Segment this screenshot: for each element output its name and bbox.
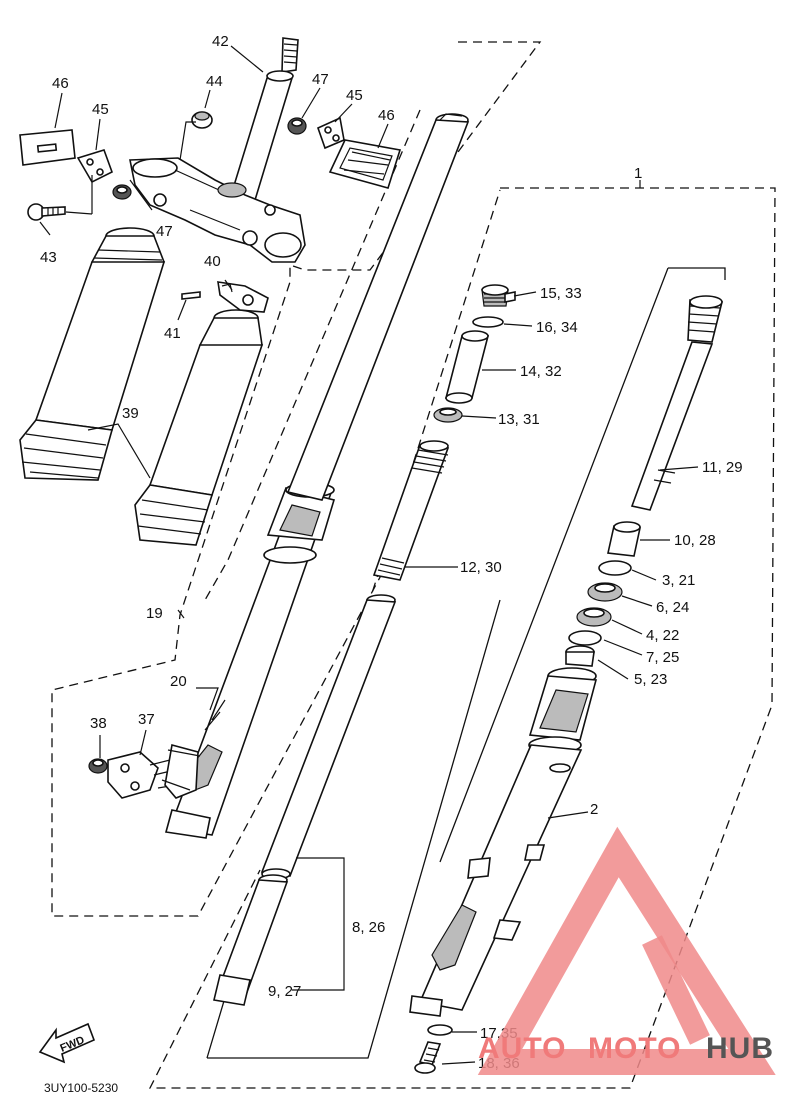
clip-7 [568, 630, 602, 646]
callout-20: 20 [170, 673, 187, 690]
callout-6-24: 6, 24 [656, 599, 689, 616]
oil-seal-4 [576, 607, 612, 627]
callout-4-22: 4, 22 [646, 627, 679, 644]
damper-rod-11 [630, 295, 724, 511]
callout-44: 44 [206, 73, 223, 90]
callout-16-34: 16, 34 [536, 319, 578, 336]
watermark-text-hub: HUB [706, 1032, 774, 1065]
steering-stem [226, 37, 299, 211]
inner-tube-8 [260, 594, 397, 880]
drawing-code: 3UY100-5230 [44, 1081, 118, 1095]
washer-3 [598, 560, 632, 576]
plate-45-left [76, 149, 113, 184]
callout-3-21: 3, 21 [662, 572, 695, 589]
spacer-14 [444, 330, 490, 404]
nut-38 [88, 758, 108, 774]
callout-46-left: 46 [52, 75, 69, 92]
callout-5-23: 5, 23 [634, 671, 667, 688]
callout-15-33: 15, 33 [540, 285, 582, 302]
bolt-43 [27, 203, 66, 221]
callout-37: 37 [138, 711, 155, 728]
piston-10 [607, 521, 641, 557]
group-outline-1 [148, 187, 776, 1089]
nut-47-right [287, 117, 307, 135]
under-bracket [129, 157, 306, 263]
inner-tube-9 [213, 874, 289, 1006]
fork-boot-left [19, 227, 166, 481]
frame-damper-parts [439, 267, 726, 863]
bushing-5 [565, 645, 595, 667]
fork-boot-right [134, 309, 264, 546]
callout-45-right: 45 [346, 87, 363, 104]
callout-40: 40 [204, 253, 221, 270]
watermark-text-moto: MOTO [588, 1032, 681, 1065]
nut-47-left [112, 184, 132, 200]
reflector-46-right [328, 139, 402, 189]
callout-11-29: 11, 29 [702, 459, 743, 476]
callout-39: 39 [122, 405, 139, 422]
washer-13 [433, 407, 463, 423]
clamp-40 [217, 281, 269, 313]
callout-1: 1 [634, 165, 642, 182]
callout-41: 41 [164, 325, 181, 342]
bolt-41 [181, 291, 201, 300]
cap-bolt-15 [481, 284, 516, 307]
plate-45-right [317, 116, 345, 150]
callout-13-31: 13, 31 [498, 411, 540, 428]
outer-tube-2 [409, 667, 598, 1017]
callout-19: 19 [146, 605, 163, 622]
caliper-bracket-37 [107, 743, 201, 799]
cap-44 [191, 111, 213, 129]
watermark-logo [477, 826, 776, 1075]
fwd-arrow-icon [38, 1022, 96, 1064]
callout-47-right: 47 [312, 71, 329, 88]
callout-14-32: 14, 32 [520, 363, 562, 380]
o-ring-16 [472, 316, 504, 328]
callout-45-left: 45 [92, 101, 109, 118]
callout-12-30: 12, 30 [460, 559, 502, 576]
callout-43: 43 [40, 249, 57, 266]
washer-17 [427, 1024, 453, 1036]
callout-47-left: 47 [156, 223, 173, 240]
fork-tube-long [286, 113, 470, 501]
callout-8-26: 8, 26 [352, 919, 385, 936]
callout-42: 42 [212, 33, 229, 50]
watermark-text-auto: AUTO [478, 1032, 566, 1065]
fork-spring-12 [372, 440, 450, 581]
leader-lines [39, 45, 699, 1065]
callout-10-28: 10, 28 [674, 532, 716, 549]
bolt-18 [414, 1041, 442, 1074]
callout-9-27: 9, 27 [268, 983, 301, 1000]
callout-2: 2 [590, 801, 598, 818]
callout-7-25: 7, 25 [646, 649, 679, 666]
callout-46-right: 46 [378, 107, 395, 124]
seal-6 [587, 582, 623, 602]
callout-38: 38 [90, 715, 107, 732]
